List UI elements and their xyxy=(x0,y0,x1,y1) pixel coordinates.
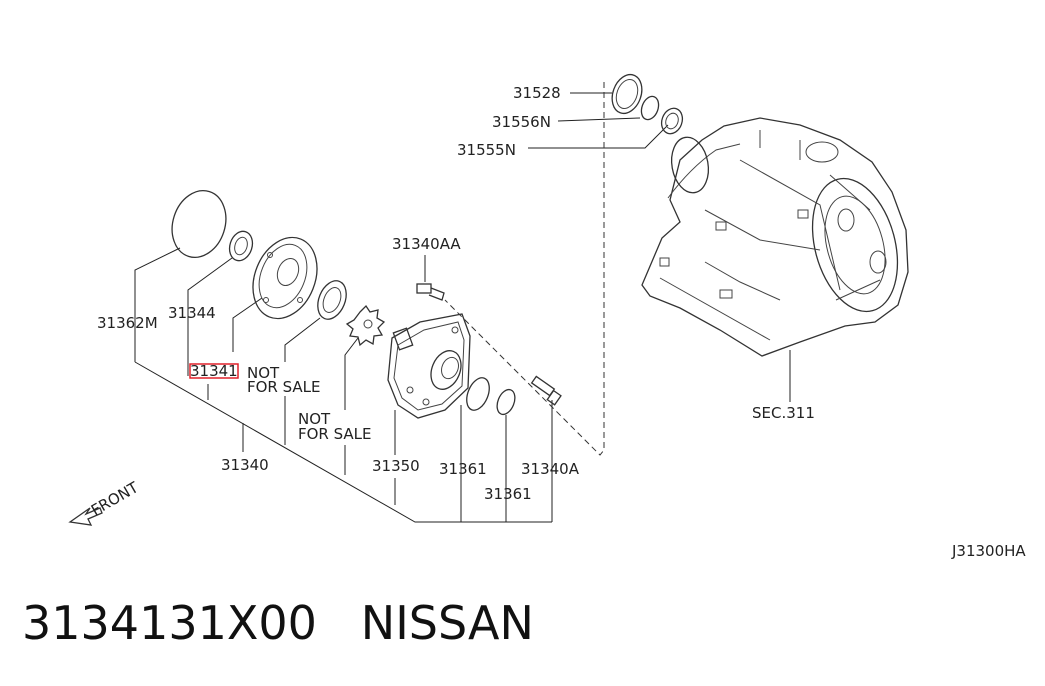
label-front: FRONT xyxy=(88,478,142,520)
bolt-31340aa xyxy=(416,283,445,301)
label-not-for-sale-1-line1: NOT xyxy=(247,364,280,382)
pump-cover-31341 xyxy=(252,236,318,320)
bolt-31340a xyxy=(530,375,562,406)
pump-housing-31350 xyxy=(387,313,471,419)
o-ring-31361b xyxy=(496,388,516,416)
label-not-for-sale-2-line1: NOT xyxy=(298,410,331,428)
label-31340[interactable]: 31340 xyxy=(221,456,269,474)
label-31361b[interactable]: 31361 xyxy=(484,485,532,503)
front-arrow-icon xyxy=(68,507,103,526)
label-not-for-sale-2-line2: FOR SALE xyxy=(298,425,372,443)
label-31361a[interactable]: 31361 xyxy=(439,460,487,478)
seal-31344 xyxy=(228,230,254,262)
brand-name: NISSAN xyxy=(360,596,534,650)
transmission-case xyxy=(641,117,909,357)
o-ring-31362m xyxy=(171,190,227,258)
parts-diagram: 31528 31556N 31555N 31340AA 31362M 31344… xyxy=(68,73,1026,560)
o-ring-31361a xyxy=(466,377,490,411)
diagram-code: J31300HA xyxy=(951,542,1026,560)
label-not-for-sale-1-line2: FOR SALE xyxy=(247,378,321,396)
label-31362m[interactable]: 31362M xyxy=(97,314,158,332)
inner-rotor xyxy=(345,304,386,347)
label-31528[interactable]: 31528 xyxy=(513,84,561,102)
label-31555n[interactable]: 31555N xyxy=(457,141,516,159)
label-31341[interactable]: 31341 xyxy=(190,362,238,380)
ring-31556n xyxy=(640,95,660,121)
ring-31528 xyxy=(611,73,643,115)
label-31340aa[interactable]: 31340AA xyxy=(392,235,461,253)
part-number: 3134131X00 xyxy=(22,596,317,650)
leader-lines xyxy=(134,82,791,523)
highlight-box xyxy=(189,363,239,379)
outer-rotor xyxy=(317,280,347,320)
label-31556n[interactable]: 31556N xyxy=(492,113,551,131)
part-caption: 3134131X00 NISSAN xyxy=(22,596,534,650)
label-sec311[interactable]: SEC.311 xyxy=(752,404,815,422)
label-31344[interactable]: 31344 xyxy=(168,304,216,322)
label-31350[interactable]: 31350 xyxy=(372,457,420,475)
seal-31555n xyxy=(660,107,684,135)
label-31340a[interactable]: 31340A xyxy=(521,460,580,478)
